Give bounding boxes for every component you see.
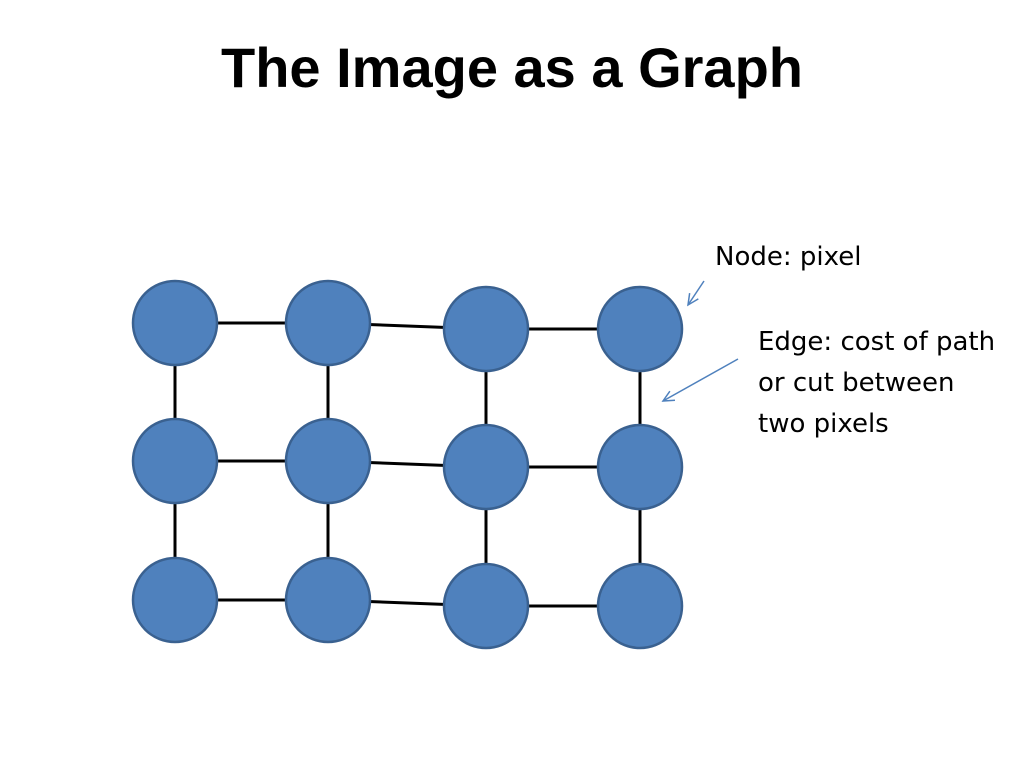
graph-node: [131, 556, 219, 644]
slide-title: The Image as a Graph: [221, 36, 803, 99]
graph-node: [131, 279, 219, 367]
graph-node: [442, 285, 530, 373]
graph-node: [596, 562, 684, 650]
edge-callout-arrow: [661, 358, 739, 402]
graph-node: [596, 285, 684, 373]
graph-edges: [173, 321, 642, 608]
callout-arrows: [661, 280, 739, 402]
graph-nodes: [131, 279, 684, 650]
node-callout-arrow: [687, 280, 705, 307]
graph-node: [284, 417, 372, 505]
node-callout-label: Node: pixel: [715, 242, 862, 272]
graph-node: [284, 279, 372, 367]
graph-node: [442, 423, 530, 511]
edge-callout-label: Edge: cost of path or cut between two pi…: [758, 327, 996, 439]
graph-node: [284, 556, 372, 644]
graph-node: [442, 562, 530, 650]
graph-node: [131, 417, 219, 505]
graph-node: [596, 423, 684, 511]
